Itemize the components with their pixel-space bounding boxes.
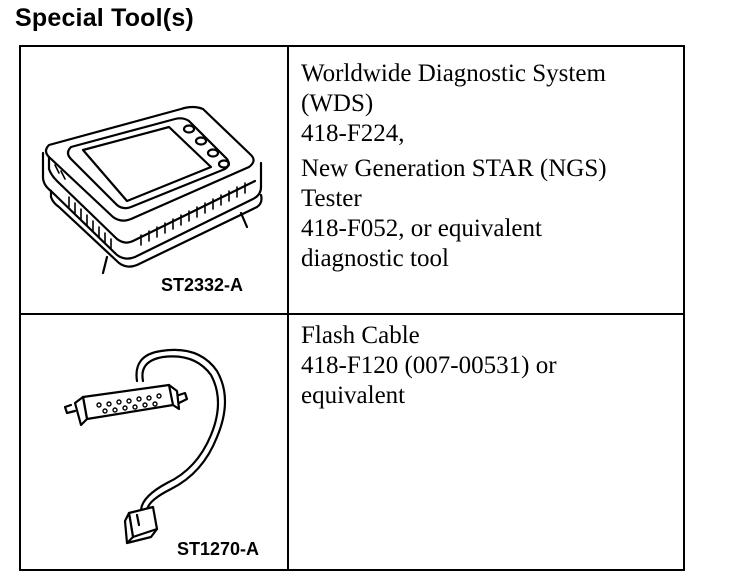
- tool-row-flash-cable: ST1270-A Flash Cable 418-F120 (007-00531…: [21, 315, 683, 569]
- tool-description-cable: Flash Cable 418-F120 (007-00531) or equi…: [301, 321, 681, 411]
- description-line: New Generation STAR (NGS): [301, 155, 607, 182]
- tool-row-diagnostic-tester: ST2332-A Worldwide Diagnostic System (WD…: [21, 47, 683, 315]
- special-tools-table: ST2332-A Worldwide Diagnostic System (WD…: [19, 45, 685, 571]
- description-line: Worldwide Diagnostic System: [301, 60, 606, 87]
- description-line: 418-F120 (007-00531) or: [301, 352, 557, 379]
- description-line: Flash Cable: [301, 322, 420, 349]
- column-divider: [287, 47, 289, 569]
- diagnostic-tester-icon: [41, 105, 263, 275]
- description-line: equivalent: [301, 382, 406, 409]
- description-line: (WDS): [301, 90, 374, 117]
- description-line: 418-F224,: [301, 120, 405, 147]
- cable-illustration: ST1270-A: [21, 315, 287, 569]
- figure-id-cable: ST1270-A: [177, 539, 260, 559]
- description-line: 418-F052, or equivalent: [301, 215, 542, 242]
- description-line: Tester: [301, 185, 362, 212]
- figure-id-tester: ST2332-A: [161, 275, 244, 295]
- tool-description-tester: Worldwide Diagnostic System (WDS) 418-F2…: [301, 59, 681, 274]
- tester-illustration: ST2332-A: [21, 47, 287, 313]
- flash-cable-icon: [63, 348, 227, 545]
- description-line: diagnostic tool: [301, 245, 449, 272]
- page-title: Special Tool(s): [15, 4, 194, 32]
